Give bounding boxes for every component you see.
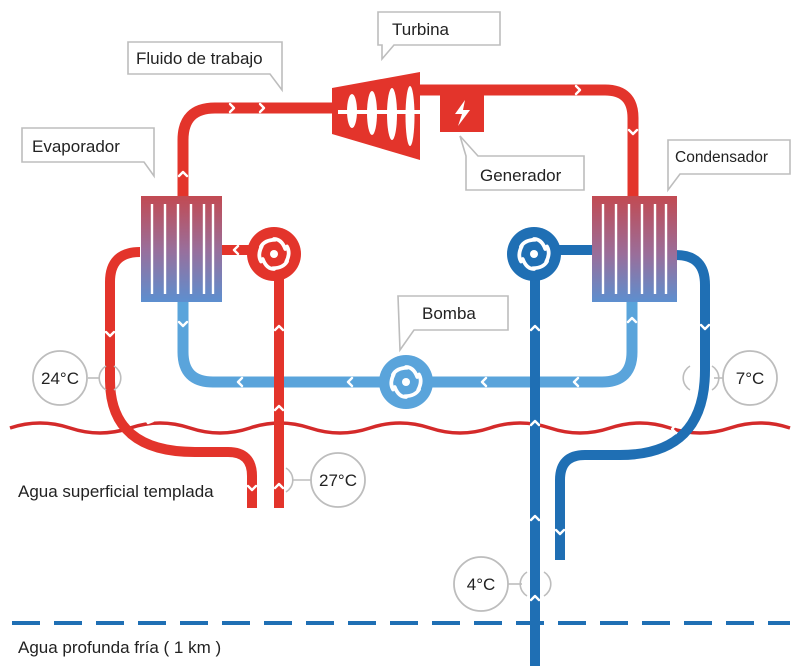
surface-water-label: Agua superficial templada [18, 482, 214, 501]
temp-gauge-27: 27°C [285, 452, 366, 508]
evaporator-heat-exchanger [141, 196, 222, 302]
sea-surface-wave [9, 421, 791, 435]
turbine-label: Turbina [392, 20, 450, 39]
temp-label-4: 4°C [467, 575, 496, 594]
generator-icon [440, 92, 484, 132]
callout-condenser: Condensador [667, 139, 791, 193]
deep-water-label: Agua profunda fría ( 1 km ) [18, 638, 222, 657]
pump-label: Bomba [422, 304, 476, 323]
callout-working-fluid: Fluido de trabajo [127, 41, 283, 93]
temp-gauge-4: 4°C [453, 556, 552, 612]
working-fluid-label: Fluido de trabajo [136, 49, 263, 68]
generator-label: Generador [480, 166, 562, 185]
temp-label-27: 27°C [319, 471, 357, 490]
callout-generator: Generador [459, 135, 585, 191]
cold-water-piping [530, 245, 710, 666]
temp-gauge-7: 7°C [682, 350, 778, 406]
temp-label-7: 7°C [736, 369, 765, 388]
warm-water-pump-icon [247, 227, 301, 281]
condenser-label: Condensador [675, 149, 768, 166]
callout-evaporator: Evaporador [21, 127, 155, 179]
turbine-icon [332, 72, 432, 160]
lightning-bolt-icon [455, 100, 470, 126]
flow-arrows [104, 84, 711, 602]
temp-label-24: 24°C [41, 369, 79, 388]
callout-turbine: Turbina [377, 11, 501, 62]
working-fluid-pump-icon [379, 355, 433, 409]
working-fluid-hot-loop [177, 84, 639, 196]
callout-pump: Bomba [397, 295, 509, 353]
condenser-heat-exchanger [592, 196, 677, 302]
temp-gauge-24: 24°C [32, 350, 122, 406]
evaporator-label: Evaporador [32, 137, 120, 156]
cold-water-pump-icon [507, 227, 561, 281]
